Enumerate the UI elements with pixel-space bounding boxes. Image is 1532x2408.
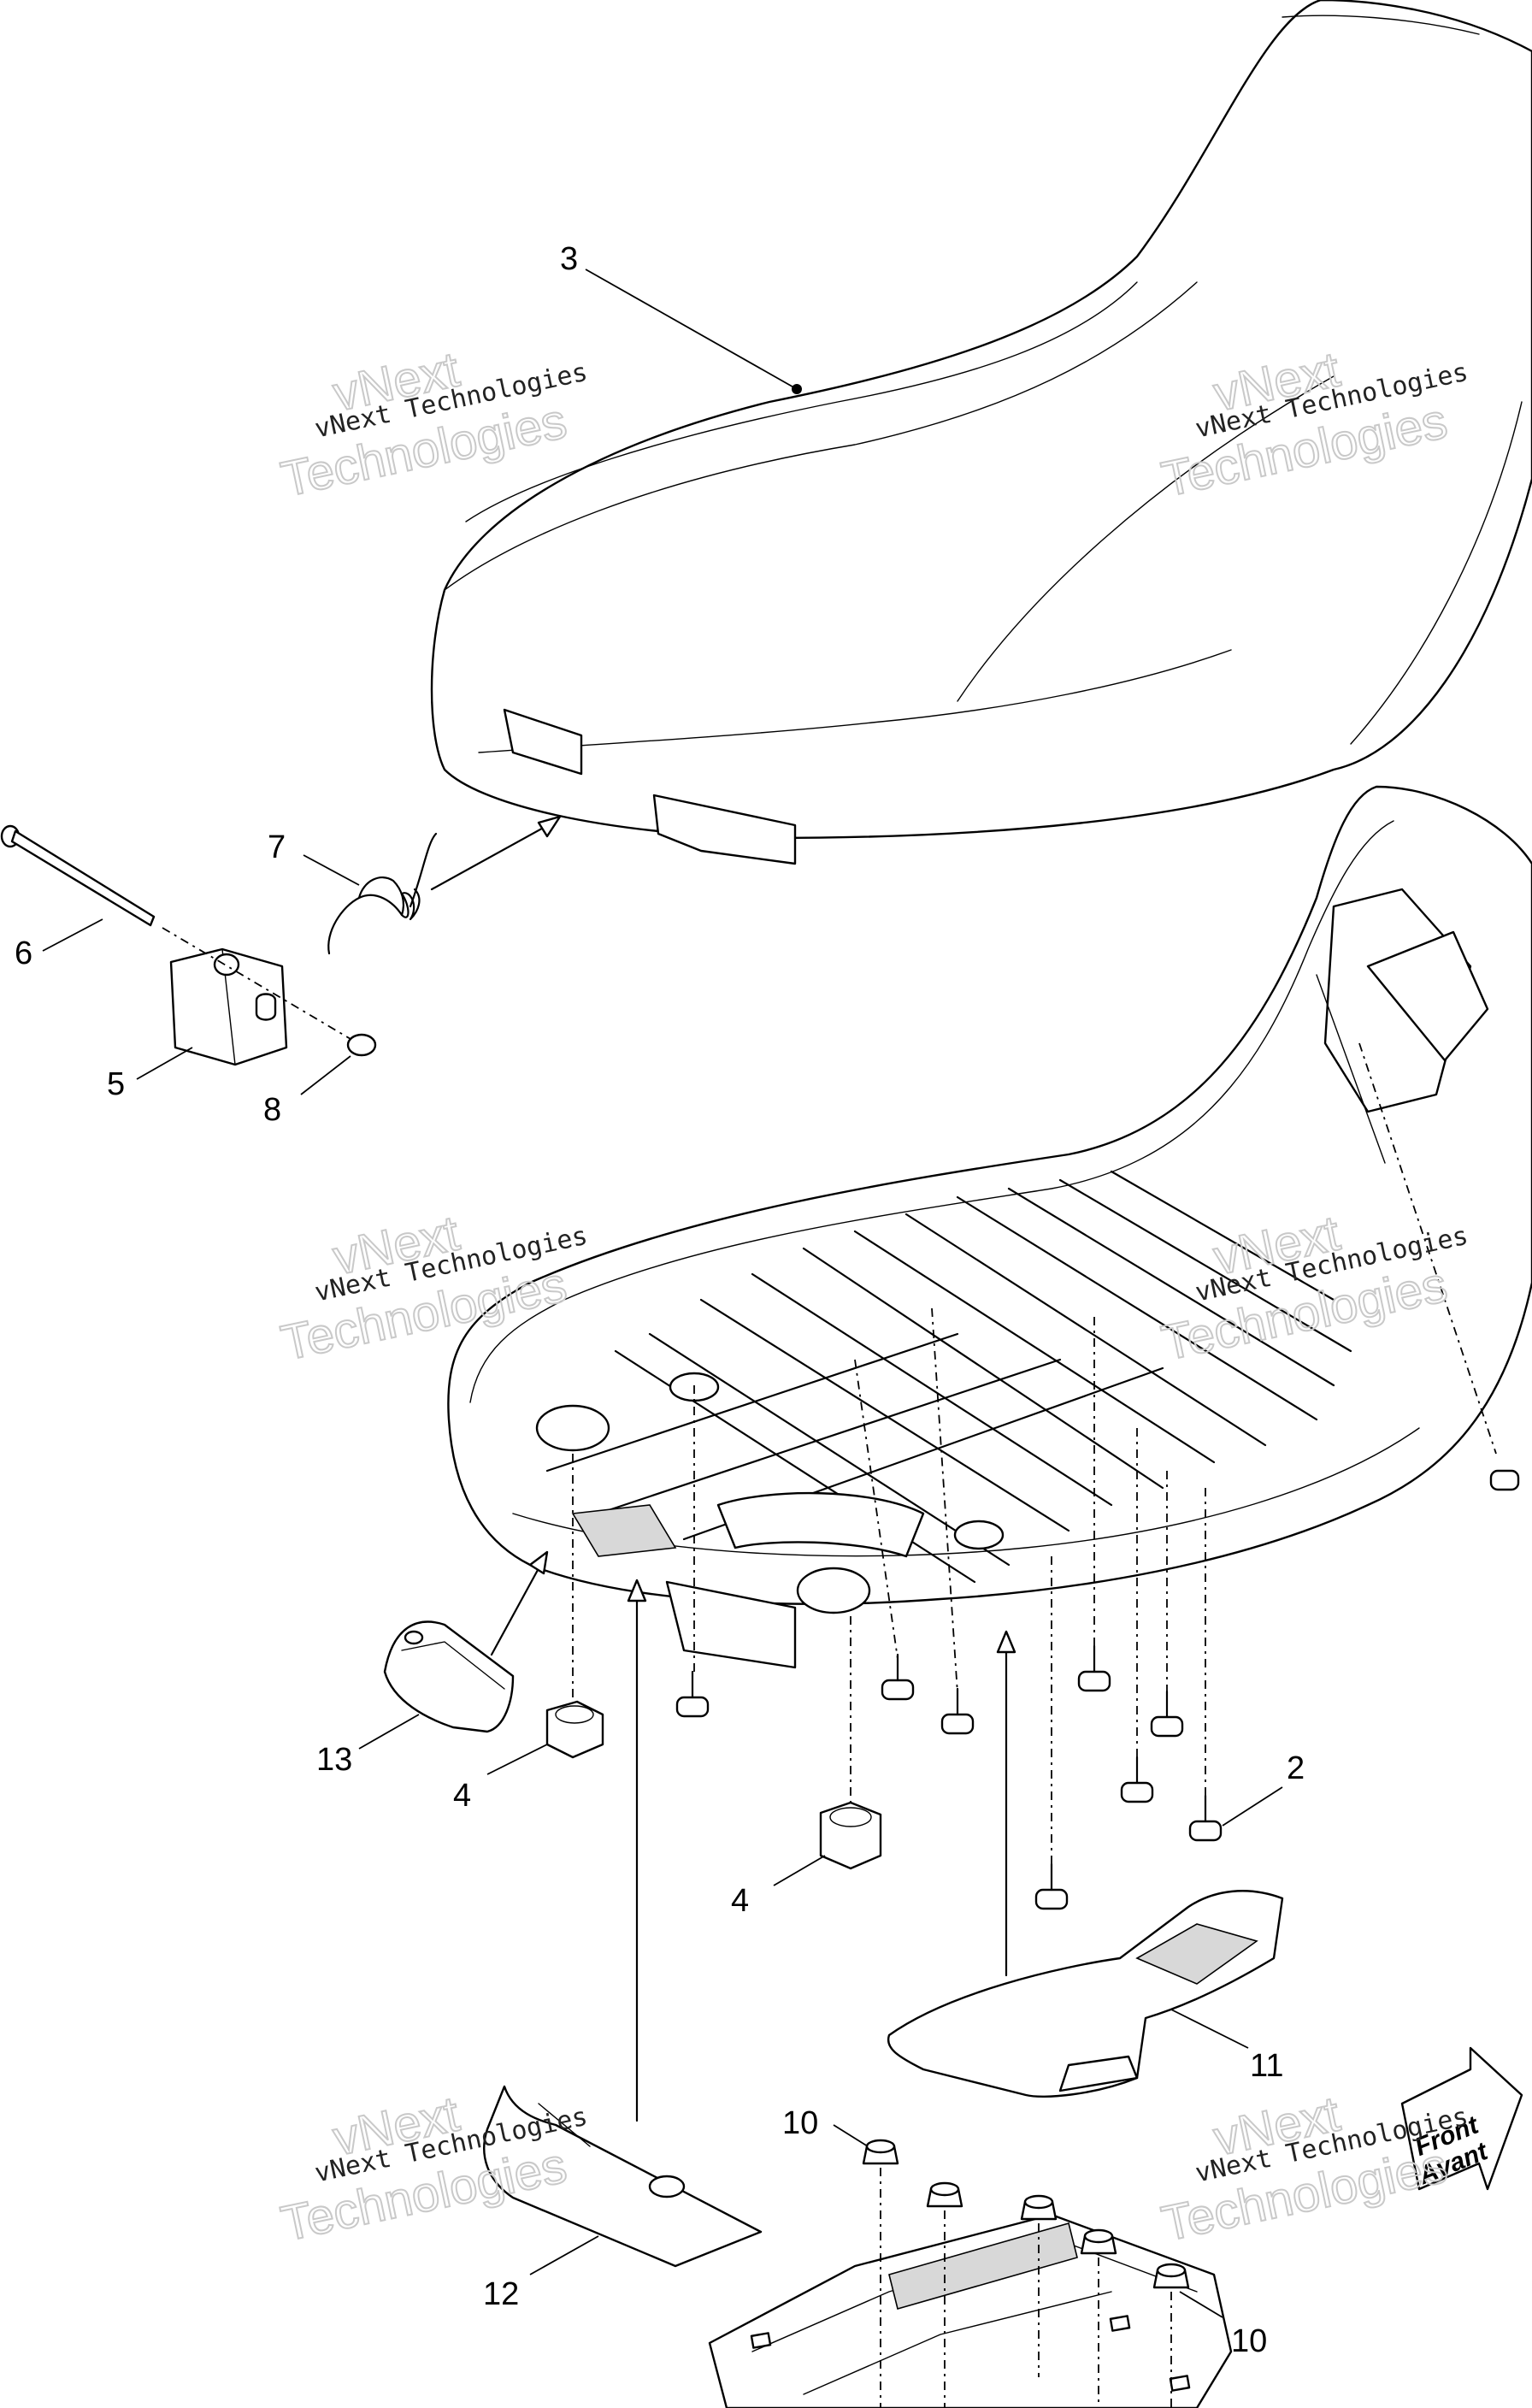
callout-4-center: 4 (731, 1883, 749, 1919)
seat-base (447, 785, 1532, 1669)
pad-12 (483, 2085, 763, 2268)
leader-lines (42, 269, 1283, 2318)
pad-11 (887, 1890, 1284, 2098)
rivet-fasteners (572, 1042, 1520, 1910)
callout-10-top: 10 (782, 2105, 818, 2141)
front-direction-arrow: Front Avant (1400, 2046, 1523, 2190)
bolts-10 (862, 2139, 1190, 2408)
callout-11: 11 (1250, 2048, 1283, 2084)
seat-cover (430, 0, 1532, 865)
callout-12: 12 (483, 2276, 519, 2312)
callout-10-bottom: 10 (1231, 2323, 1267, 2359)
assembly-arrows (430, 815, 1016, 2122)
callout-2: 2 (1287, 1750, 1305, 1786)
watermark-bottom-left: vNext vNext Technologies Technologies (275, 2085, 590, 2252)
callout-13: 13 (316, 1742, 352, 1778)
watermark-top-left: vNext vNext Technologies Technologies (275, 340, 590, 508)
callout-7: 7 (268, 829, 286, 865)
nut-4-center (819, 1801, 882, 1870)
callout-labels: 3 7 6 5 8 13 4 4 2 11 10 10 12 (15, 241, 1305, 2359)
nut-4-left (545, 1700, 604, 1759)
spring-7 (327, 832, 438, 955)
washer-8 (346, 1033, 377, 1057)
bracket-5 (169, 947, 288, 1066)
callout-3: 3 (560, 241, 578, 277)
callout-6: 6 (15, 935, 32, 971)
callout-8: 8 (263, 1092, 281, 1128)
pad-13 (383, 1620, 515, 1733)
bottom-plate (708, 2213, 1233, 2408)
hinge-assembly (0, 824, 438, 1066)
watermark-bottom-right: vNext vNext Technologies Technologies (1156, 2085, 1470, 2252)
callout-5: 5 (107, 1066, 125, 1102)
pin-6 (0, 824, 156, 927)
callout-4-left: 4 (453, 1778, 471, 1814)
